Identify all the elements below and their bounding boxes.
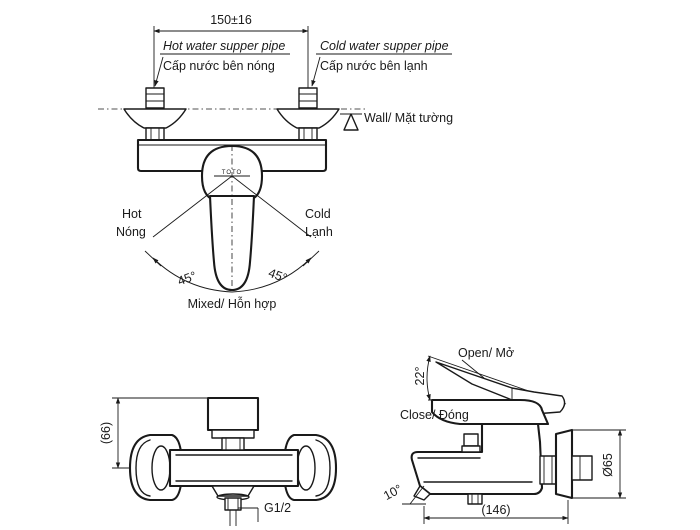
hot-pipe-label-en: Hot water supper pipe: [163, 39, 285, 53]
mixed-label: Mixed/ Hỗn hợp: [188, 296, 277, 311]
open-label: Open/ Mở: [458, 346, 514, 360]
cold-pipe-label-en: Cold water supper pipe: [320, 39, 449, 53]
cold-connector: [276, 87, 340, 141]
spout-front: [211, 485, 255, 526]
wall-label: Wall/ Mặt tường: [364, 111, 453, 125]
hot-connector: [123, 87, 187, 141]
side-view: 22° Open/ Mở Close/ Đóng: [381, 346, 626, 524]
diameter-dimension-label: Ø65: [601, 453, 615, 477]
thread-label: G1/2: [264, 501, 291, 515]
mixer-body-front: [168, 448, 300, 488]
cold-pipe-label-vi: Cấp nước bên lạnh: [320, 59, 428, 73]
lever-closed: [430, 398, 550, 426]
spout-side: [402, 485, 483, 505]
cold-label-vi: Lạnh: [305, 225, 333, 239]
hot-label-vi: Nóng: [116, 225, 146, 239]
handle-front: [206, 396, 260, 451]
top-view: 150±16 Hot water supper pipe Cấp nước bê…: [98, 13, 453, 311]
hot-label-en: Hot: [122, 207, 142, 221]
height-dimension: (66): [99, 397, 210, 469]
close-label: Close/ Đóng: [400, 408, 469, 422]
angle-left-label: 45°: [176, 269, 199, 289]
handle-angle-label: 22°: [413, 367, 427, 386]
angle-right-label: 45°: [266, 266, 289, 286]
connector-side: [539, 428, 593, 500]
width-dimension-label: 150±16: [210, 13, 252, 27]
brand-logo-text: TOTO: [222, 170, 242, 176]
spout-angle-label: 10°: [381, 482, 404, 503]
front-view: (66): [99, 396, 338, 526]
length-dimension-label: (146): [481, 503, 510, 517]
length-dimension: (146): [423, 500, 569, 524]
mixer-body-side: [410, 422, 544, 496]
diameter-dimension: Ø65: [570, 429, 626, 499]
hot-pipe-label-vi: Cấp nước bên nóng: [163, 59, 275, 73]
width-dimension: 150±16: [153, 13, 309, 88]
cold-label-en: Cold: [305, 207, 331, 221]
height-dimension-label: (66): [99, 422, 113, 444]
